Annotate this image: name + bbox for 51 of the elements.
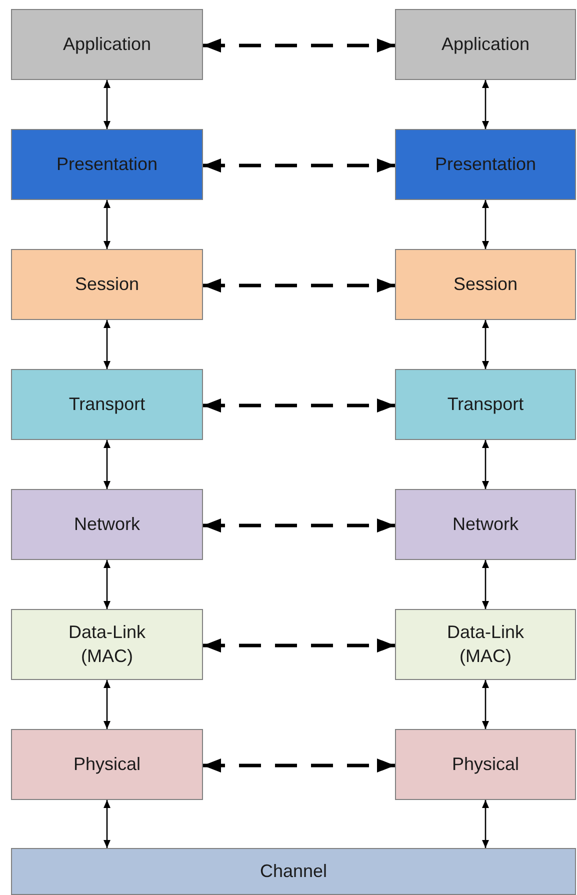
channel-bar: [11, 848, 576, 895]
arrow: [104, 320, 110, 369]
layer-label: Transport: [68, 392, 146, 416]
arrow: [203, 38, 395, 52]
layer-label: Presentation: [55, 152, 159, 176]
arrow: [482, 680, 489, 729]
arrow: [203, 158, 395, 172]
arrow: [104, 440, 110, 489]
layer-label: Channel: [258, 860, 328, 883]
arrow: [203, 758, 395, 772]
layer-label: Application: [440, 32, 531, 56]
arrow: [482, 80, 489, 129]
arrow: [104, 200, 110, 249]
layer-label: Application: [62, 32, 152, 56]
layer-box: [395, 9, 576, 80]
layer-label: Network: [451, 512, 520, 536]
layer-label: Physical: [72, 752, 142, 776]
arrow: [203, 398, 395, 412]
layer-box: [395, 609, 576, 680]
arrow: [104, 680, 110, 729]
arrow: [203, 518, 395, 532]
layer-label: Transport: [446, 392, 525, 416]
layer-box: [11, 729, 203, 800]
arrow: [203, 638, 395, 652]
layer-box: [395, 249, 576, 320]
layer-box: [11, 489, 203, 560]
arrow: [482, 440, 489, 489]
layer-box: [395, 489, 576, 560]
layer-box: [11, 249, 203, 320]
arrow: [482, 320, 489, 369]
arrow: [203, 278, 395, 292]
layer-box: [11, 609, 203, 680]
layer-box: [395, 129, 576, 200]
arrow: [482, 560, 489, 609]
layer-label: Physical: [450, 752, 520, 776]
arrow: [104, 800, 110, 848]
arrow: [482, 200, 489, 249]
arrow: [104, 80, 110, 129]
layer-box: [11, 9, 203, 80]
arrow: [104, 560, 110, 609]
layer-label: Data-Link (MAC): [67, 621, 147, 668]
layer-label: Session: [452, 272, 519, 296]
layer-label: Network: [72, 512, 141, 536]
arrow: [482, 800, 489, 848]
layer-box: [11, 369, 203, 440]
layer-box: [395, 729, 576, 800]
layer-box: [11, 129, 203, 200]
layer-label: Presentation: [434, 152, 538, 176]
layer-label: Session: [74, 272, 140, 296]
layer-box: [395, 369, 576, 440]
layer-label: Data-Link (MAC): [446, 621, 526, 668]
